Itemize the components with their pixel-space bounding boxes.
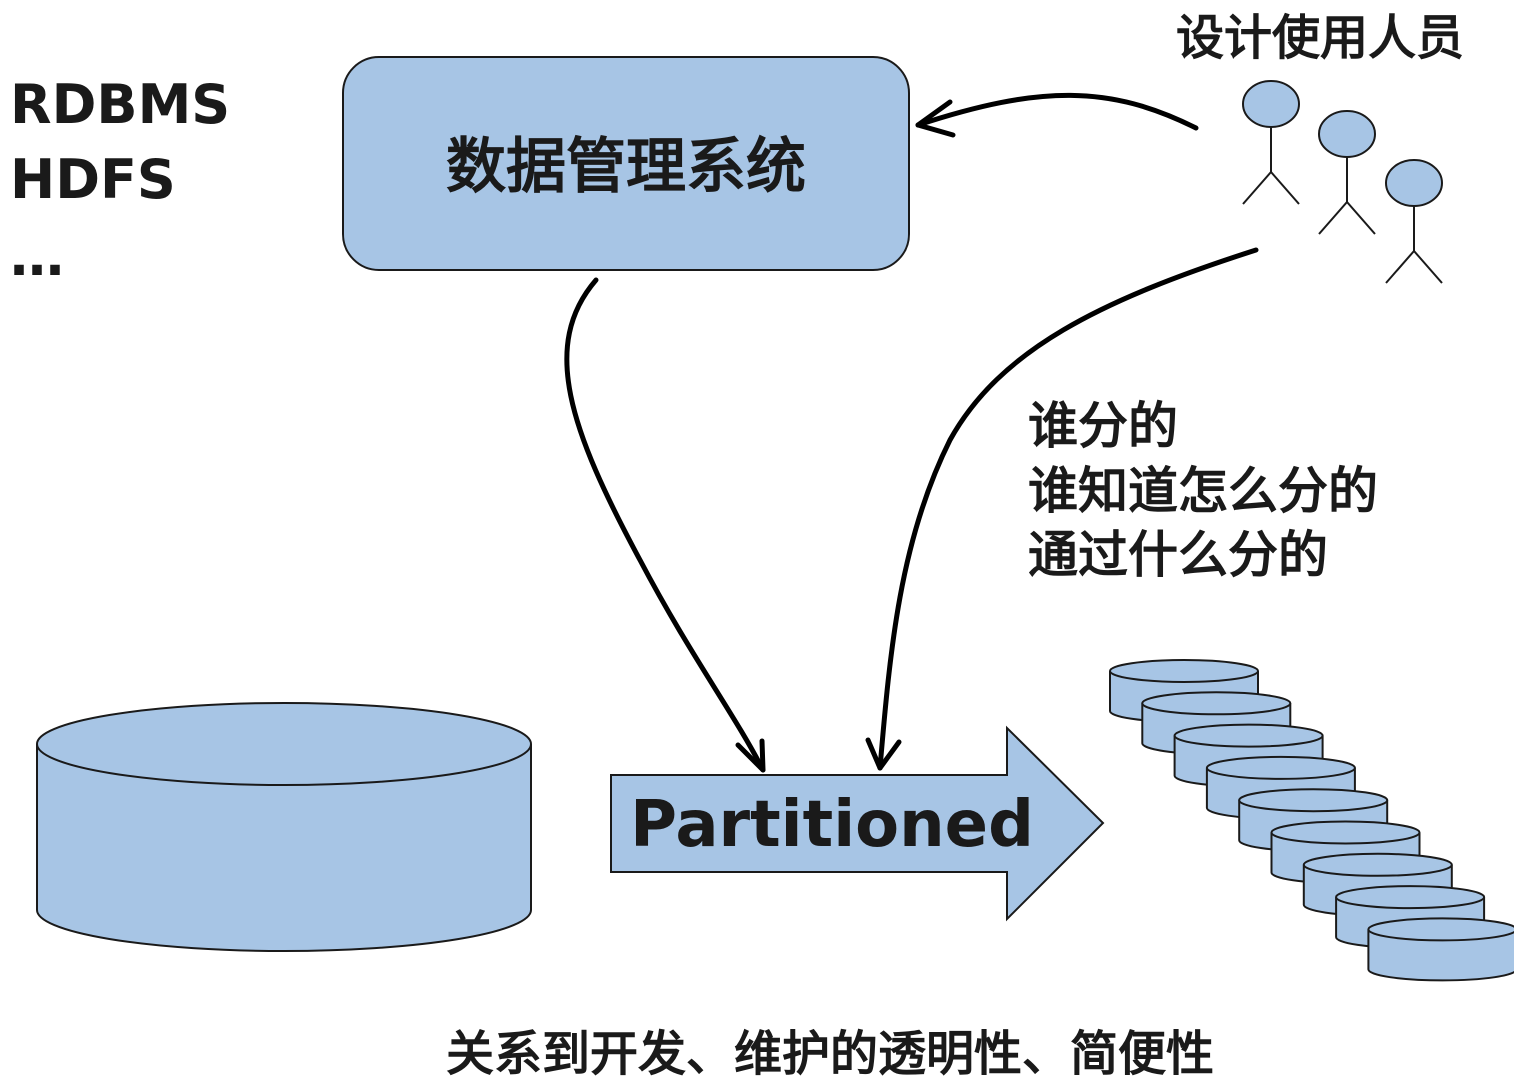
arrowhead-users-to-partitioned [865, 737, 902, 771]
questions-block: 谁分的 谁知道怎么分的 通过什么分的 [1028, 397, 1378, 584]
user-figure-icon [1242, 80, 1300, 205]
cylinder-top [36, 702, 532, 786]
user-figure-icon [1385, 159, 1443, 284]
arrow-users-to-system [915, 92, 1199, 131]
partitioned-block-arrow: Partitioned [610, 725, 1105, 922]
question-3: 通过什么分的 [1028, 526, 1328, 584]
system-box-shape [342, 56, 910, 271]
list-item-ellipsis: … [10, 225, 64, 288]
source-database-cylinder [36, 702, 532, 952]
list-item-hdfs: HDFS [10, 148, 176, 211]
list-item-rdbms: RDBMS [10, 73, 230, 136]
arrow-system-to-partitioned [564, 277, 766, 773]
storage-systems-list: RDBMS HDFS … [10, 73, 230, 288]
cylinder-body [36, 744, 532, 952]
system-box-label: 数据管理系统 [446, 132, 806, 202]
users-label: 设计使用人员 [1176, 10, 1464, 66]
arrowhead-users-to-system [915, 99, 956, 138]
relationship-arrows [564, 92, 1259, 773]
users-group [1242, 80, 1443, 284]
data-management-system-box: 数据管理系统 [342, 56, 910, 271]
arrowhead-system-to-partitioned [735, 738, 766, 773]
partition-disk [1367, 917, 1514, 982]
question-2: 谁知道怎么分的 [1028, 462, 1378, 520]
question-1: 谁分的 [1028, 397, 1178, 455]
partitions-group [1109, 659, 1514, 982]
arrow-users-to-partitioned [877, 247, 1259, 771]
footer-caption: 关系到开发、维护的透明性、简便性 [446, 1026, 1214, 1078]
user-figure-icon [1318, 110, 1376, 235]
block-arrow-label: Partitioned [630, 788, 1034, 862]
block-arrow-shape [610, 725, 1105, 922]
